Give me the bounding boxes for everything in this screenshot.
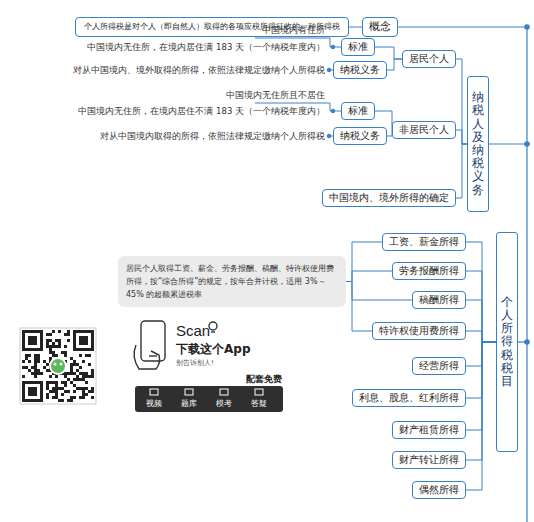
leader-dots <box>327 45 335 138</box>
topic-box: 纳税义务 <box>333 61 387 79</box>
node-text: 纳税义务 <box>340 64 380 76</box>
connector <box>466 342 496 430</box>
connector <box>466 242 496 342</box>
node-text: 纳税人及纳税义务 <box>472 91 484 197</box>
app-promo-text: 题库 <box>181 398 197 409</box>
node-text: 特许权使用费所得 <box>379 325 459 337</box>
app-promo-text: Scan <box>176 322 210 340</box>
node-text: 非居民个人 <box>399 124 449 136</box>
branch-box: 个人所得税税目 <box>496 232 518 452</box>
condition-note: 中国境内有住所 <box>262 24 325 36</box>
connector <box>466 331 496 342</box>
branch-box: 纳税人及纳税义务 <box>467 76 489 212</box>
condition-note: 中国境内无住所且不居住 <box>226 89 325 101</box>
connector <box>456 130 467 144</box>
connector <box>456 59 467 144</box>
leader-lines <box>255 38 341 136</box>
topic-box: 标准 <box>341 102 375 120</box>
connector <box>466 300 496 342</box>
node-text: 工资、薪金所得 <box>389 236 459 248</box>
topic-box: 劳务报酬所得 <box>392 262 466 280</box>
topic-box: 居民个人 <box>402 50 456 68</box>
topic-box: 工资、薪金所得 <box>382 233 466 251</box>
connector <box>349 27 362 28</box>
node-text: 偶然所得 <box>419 484 459 496</box>
topic-box: 中国境内、境外所得的确定 <box>322 189 456 207</box>
app-promo-text: 别告诉别人! <box>176 359 214 368</box>
topic-box: 纳税义务 <box>333 127 387 145</box>
connector <box>456 144 467 198</box>
node-text: 劳务报酬所得 <box>399 265 459 277</box>
node-text: 标准 <box>348 41 368 53</box>
node-text: 财产转让所得 <box>399 454 459 466</box>
node-text: 居民个人 <box>409 53 449 65</box>
app-promo-text: 视频 <box>146 398 162 409</box>
connector <box>375 47 402 59</box>
condition-note: 中国境内无住所，在境内居住不满 183 天（一个纳税年度内） <box>78 105 325 117</box>
topic-box: 经营所得 <box>412 357 466 375</box>
app-promo-text: 下载这个App <box>176 342 250 357</box>
condition-note: 对从中国境内取得的所得，依照法律规定缴纳个人所得税 <box>100 130 325 142</box>
qr-code <box>20 328 96 404</box>
topic-box: 稿酬所得 <box>412 291 466 309</box>
topic-box: 财产租赁所得 <box>392 421 466 439</box>
node-text: 个人所得税税目 <box>501 296 513 388</box>
node-text: 经营所得 <box>419 360 459 372</box>
connector <box>346 242 382 282</box>
node-text: 纳税义务 <box>340 130 380 142</box>
topic-box: 利息、股息、红利所得 <box>352 389 466 407</box>
connector <box>466 342 496 460</box>
topic-box: 特许权使用费所得 <box>372 322 466 340</box>
connector <box>466 342 496 398</box>
connector <box>346 282 372 332</box>
connector <box>466 342 496 490</box>
app-promo-text: 模考 <box>216 398 232 409</box>
app-promo-text: 配套免费 <box>246 373 282 385</box>
topic-box: 非居民个人 <box>392 121 456 139</box>
topic-box: 偶然所得 <box>412 481 466 499</box>
note-box: 居民个人取得工资、薪金、劳务报酬、稿酬、特许权使用费所得，按“综合所得”的规定，… <box>118 256 346 307</box>
connector <box>346 271 392 282</box>
connector <box>346 282 412 301</box>
node-text: 中国境内、境外所得的确定 <box>329 192 449 204</box>
node-text: 概念 <box>369 20 391 34</box>
app-promo-text: 答疑 <box>251 398 267 409</box>
topic-box: 标准 <box>341 38 375 56</box>
connector <box>387 59 402 70</box>
condition-note: 对从中国境内、境外取得的所得，依照法律规定缴纳个人所得税 <box>73 64 325 76</box>
topic-box: 概念 <box>362 17 398 37</box>
node-text: 财产租赁所得 <box>399 424 459 436</box>
node-text: 利息、股息、红利所得 <box>359 392 459 404</box>
topic-box: 财产转让所得 <box>392 451 466 469</box>
app-panel <box>135 386 283 412</box>
connector <box>466 271 496 342</box>
node-text: 标准 <box>348 105 368 117</box>
condition-note: 中国境内无住所，在境内居住满 183 天（一个纳税年度内） <box>87 41 325 53</box>
node-text: 居民个人取得工资、薪金、劳务报酬、稿酬、特许权使用费所得，按“综合所得”的规定，… <box>126 262 338 301</box>
node-text: 稿酬所得 <box>419 294 459 306</box>
connector <box>466 342 496 366</box>
